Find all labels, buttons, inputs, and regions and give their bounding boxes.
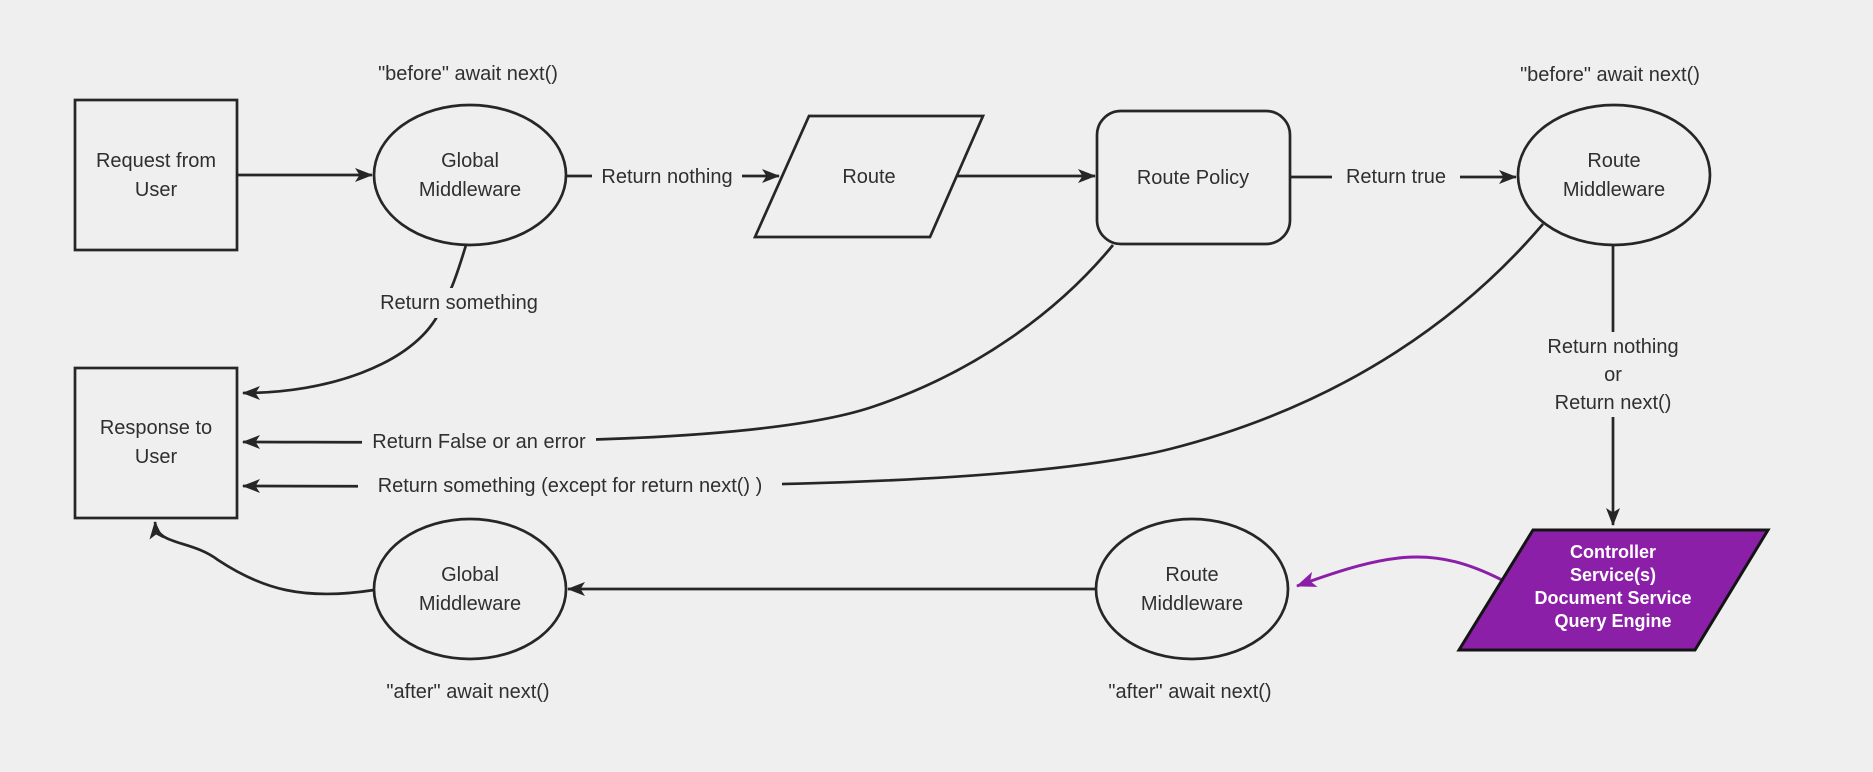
edge-labels: Return nothing Return true Return someth…: [372, 166, 1678, 497]
controller-label-line2: Service(s): [1570, 565, 1656, 585]
route-parallelogram: [752, 114, 986, 239]
edge-label-return-true: Return true: [1346, 166, 1446, 188]
node-request: Request from User: [73, 98, 239, 252]
edge-controller-to-route-middleware-bottom: [1296, 555, 1503, 588]
node-global-middleware-bottom: Global Middleware: [372, 517, 568, 661]
response-label-line1: Response to: [100, 417, 212, 439]
label-bg: [362, 428, 596, 457]
edge-label-return-nothing: Return nothing: [601, 166, 732, 188]
global-middleware-bottom-ellipse: [372, 517, 568, 661]
label-bg: [1534, 332, 1692, 417]
edge-global-middleware-return-something: [242, 244, 468, 400]
annotations: "before" await next() "before" await nex…: [378, 63, 1700, 703]
global-middleware-top-ellipse: [372, 103, 568, 247]
controller-label-line1: Controller: [1570, 542, 1656, 562]
edge-label-return-something: Return something: [380, 292, 538, 314]
route-middleware-bottom-line1: Route: [1165, 564, 1218, 586]
node-route-middleware-bottom: Route Middleware: [1094, 517, 1290, 661]
edge-label-return-nothing-or-line1: Return nothing: [1547, 336, 1678, 358]
request-box: [73, 98, 239, 252]
node-route-middleware-top: Route Middleware: [1516, 103, 1712, 247]
edge-label-return-nothing-or-line3: Return next(): [1555, 392, 1672, 414]
route-middleware-bottom-ellipse: [1094, 517, 1290, 661]
node-response: Response to User: [73, 366, 239, 520]
annotation-after-await-right: "after" await next(): [1108, 681, 1271, 703]
route-policy-label: Route Policy: [1137, 167, 1249, 189]
edge-label-return-nothing-or-line2: or: [1604, 364, 1622, 386]
edge-route-policy-return-false: [242, 244, 1115, 450]
label-bg: [1332, 163, 1460, 192]
route-middleware-bottom-line2: Middleware: [1141, 593, 1243, 615]
annotation-before-await-right: "before" await next(): [1520, 64, 1700, 86]
node-controller: Controller Service(s) Document Service Q…: [1456, 528, 1771, 652]
controller-parallelogram: [1456, 528, 1771, 652]
route-middleware-top-line2: Middleware: [1563, 179, 1665, 201]
edge-label-backgrounds: [358, 162, 1692, 501]
edge-label-return-something-except: Return something (except for return next…: [378, 475, 763, 497]
controller-label-line3: Document Service: [1534, 588, 1691, 608]
global-middleware-bottom-line1: Global: [441, 564, 499, 586]
annotation-after-await-left: "after" await next(): [386, 681, 549, 703]
request-label-line2: User: [135, 179, 178, 201]
route-label: Route: [842, 166, 895, 188]
node-global-middleware-top: Global Middleware: [372, 103, 568, 247]
response-box: [73, 366, 239, 520]
label-bg: [370, 288, 548, 318]
node-route: Route: [752, 114, 986, 239]
edge-global-middleware-bottom-to-response: [149, 521, 375, 596]
label-bg: [358, 472, 782, 501]
label-bg: [592, 162, 742, 192]
global-middleware-bottom-line2: Middleware: [419, 593, 521, 615]
node-route-policy: Route Policy: [1095, 109, 1292, 246]
annotation-before-await-left: "before" await next(): [378, 63, 558, 85]
controller-label-line4: Query Engine: [1554, 611, 1671, 631]
route-middleware-top-line1: Route: [1587, 150, 1640, 172]
route-policy-box: [1095, 109, 1292, 246]
response-label-line2: User: [135, 446, 178, 468]
edge-label-return-false: Return False or an error: [372, 431, 586, 453]
request-label-line1: Request from: [96, 150, 216, 172]
global-middleware-top-line1: Global: [441, 150, 499, 172]
route-middleware-top-ellipse: [1516, 103, 1712, 247]
global-middleware-top-line2: Middleware: [419, 179, 521, 201]
